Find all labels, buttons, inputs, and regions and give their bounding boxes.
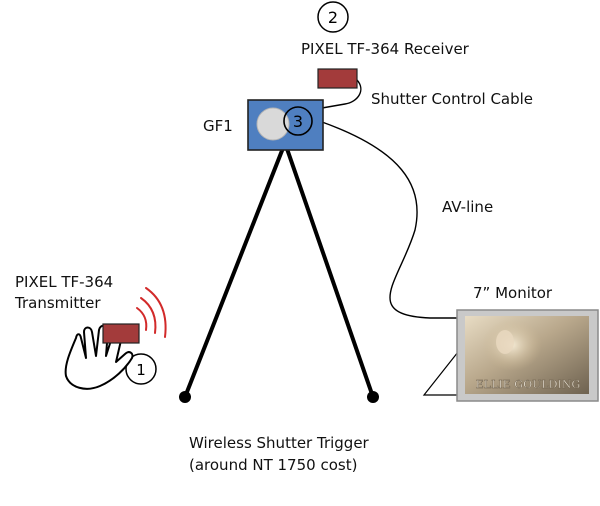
caption-line1: Wireless Shutter Trigger [189, 434, 369, 452]
camera-lens [256, 107, 290, 141]
tripod-left-foot [179, 391, 191, 403]
marker-1-number: 1 [136, 361, 146, 379]
monitor-label: 7” Monitor [473, 284, 553, 302]
av-line-label: AV-line [442, 198, 494, 216]
monitor-stand [422, 351, 459, 396]
monitor-screen-text: ELLIE GOULDING [476, 378, 580, 391]
tripod-left-leg [183, 142, 287, 398]
tripod-right-foot [367, 391, 379, 403]
marker-3-number: 3 [293, 112, 303, 131]
transmitter-label-line1: PIXEL TF-364 [15, 273, 114, 291]
marker-2-number: 2 [328, 8, 338, 27]
marker-1-circle [125, 353, 157, 385]
receiver-device [317, 68, 358, 89]
marker-2-circle [317, 1, 349, 33]
shutter-control-cable [321, 79, 362, 109]
av-line-cable [321, 121, 458, 319]
caption-line2: (around NT 1750 cost) [189, 456, 358, 474]
monitor-screen-face [496, 330, 514, 354]
transmitter-device [102, 323, 140, 344]
receiver-label: PIXEL TF-364 Receiver [301, 40, 469, 58]
marker-3-circle [283, 106, 313, 136]
tripod-right-leg [283, 142, 375, 398]
transmitter-label-line2: Transmitter [15, 294, 101, 312]
shutter-cable-label: Shutter Control Cable [371, 90, 534, 108]
signal-waves-icon [136, 287, 167, 338]
camera-label: GF1 [203, 117, 233, 135]
